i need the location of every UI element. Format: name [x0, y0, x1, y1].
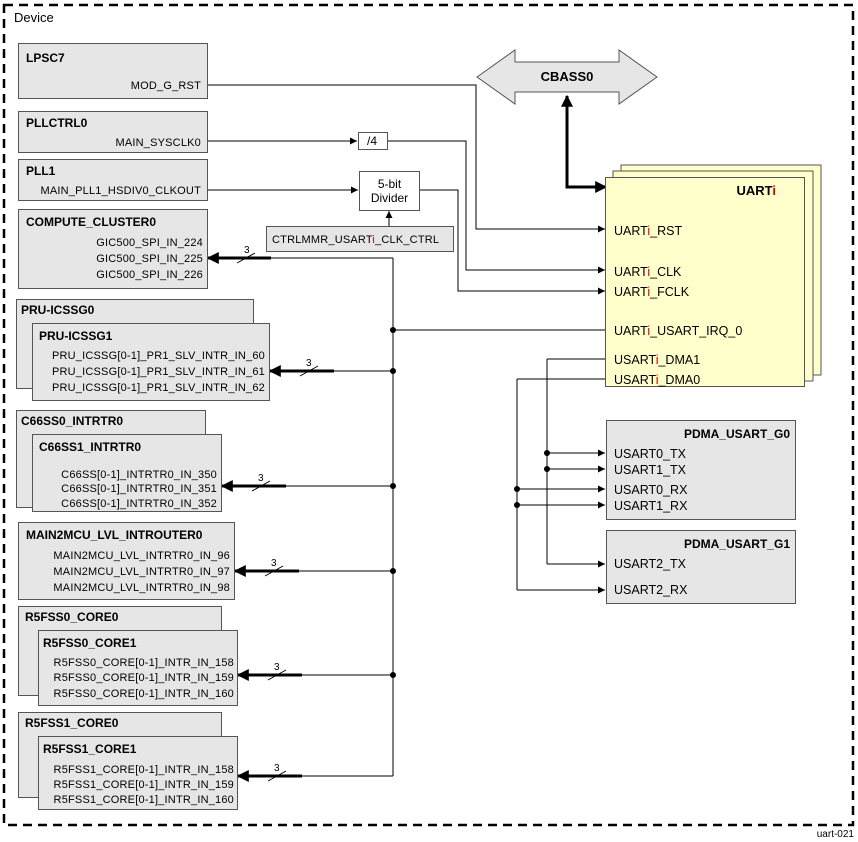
r5fss1-signal: R5FSS1_CORE[0-1]_INTR_IN_159 — [53, 779, 234, 791]
r5fss1-core1-title: R5FSS1_CORE1 — [43, 742, 137, 756]
device-label: Device — [14, 10, 54, 25]
main2mcu-signal: MAIN2MCU_LVL_INTRTR0_IN_96 — [53, 550, 230, 562]
uart-dma0-port: USARTi_DMA0 — [614, 373, 701, 387]
bus-width-label: 3 — [271, 558, 277, 569]
pdma-g1-title: PDMA_USART_G1 — [683, 537, 790, 551]
main2mcu-title: MAIN2MCU_LVL_INTROUTER0 — [26, 528, 203, 542]
lpsc7-block: LPSC7 MOD_G_RST — [18, 43, 208, 99]
pdma-g1-signal: USART2_TX — [614, 557, 687, 571]
r5fss0-core1-block: R5FSS0_CORE1 R5FSS0_CORE[0-1]_INTR_IN_15… — [38, 630, 238, 706]
bus-width-label: 3 — [274, 763, 280, 774]
c66-signal: C66SS[0-1]_INTRTR0_IN_351 — [61, 483, 217, 495]
pdma-g0-signal: USART0_TX — [614, 447, 687, 461]
pllctrl0-block: PLLCTRL0 MAIN_SYSCLK0 — [18, 111, 208, 153]
r5fss0-core1-title: R5FSS0_CORE1 — [43, 636, 137, 650]
pdma-g0-title: PDMA_USART_G0 — [683, 427, 790, 441]
pllctrl0-title: PLLCTRL0 — [26, 116, 88, 130]
pru-signal: PRU_ICSSG[0-1]_PR1_SLV_INTR_IN_60 — [51, 350, 265, 362]
pdma-usart-g0-block: PDMA_USART_G0 USART0_TX USART1_TX USART0… — [606, 420, 796, 520]
r5fss1-signal: R5FSS1_CORE[0-1]_INTR_IN_158 — [53, 764, 234, 776]
pdma-g0-signal: USART0_RX — [614, 483, 688, 497]
ctrlmmr-register: CTRLMMR_USARTi_CLK_CTRL — [266, 226, 454, 252]
bus-width-label: 3 — [244, 245, 250, 256]
uart-clk-port: UARTi_CLK — [614, 265, 682, 279]
figure-id: uart-021 — [816, 829, 854, 840]
compute-cluster-signal: GIC500_SPI_IN_226 — [96, 269, 203, 281]
bus-width-label: 3 — [258, 473, 264, 484]
pdma-g0-signal: USART1_RX — [614, 499, 688, 513]
lpsc7-title: LPSC7 — [26, 51, 65, 65]
bus-width-label: 3 — [306, 358, 312, 369]
pru-icssg0-title: PRU-ICSSG0 — [21, 303, 95, 317]
compute-cluster-signal: GIC500_SPI_IN_225 — [96, 253, 203, 265]
pru-signal: PRU_ICSSG[0-1]_PR1_SLV_INTR_IN_61 — [51, 366, 265, 378]
ctrlmmr-label: CTRLMMR_USARTi_CLK_CTRL — [272, 234, 440, 246]
main2mcu-block: MAIN2MCU_LVL_INTROUTER0 MAIN2MCU_LVL_INT… — [18, 522, 235, 600]
c66ss1-title: C66SS1_INTRTR0 — [39, 440, 142, 454]
pll1-block: PLL1 MAIN_PLL1_HSDIV0_CLKOUT — [18, 159, 208, 201]
uart-dma1-port: USARTi_DMA1 — [614, 353, 701, 367]
pdma-usart-g1-block: PDMA_USART_G1 USART2_TX USART2_RX — [606, 530, 796, 604]
c66-signal: C66SS[0-1]_INTRTR0_IN_350 — [61, 469, 217, 481]
r5fss1-core0-title: R5FSS1_CORE0 — [25, 716, 119, 730]
r5fss0-signal: R5FSS0_CORE[0-1]_INTR_IN_160 — [53, 688, 234, 700]
pdma-g1-signal: USART2_RX — [614, 583, 688, 597]
compute-cluster-signal: GIC500_SPI_IN_224 — [96, 237, 203, 249]
r5fss1-signal: R5FSS1_CORE[0-1]_INTR_IN_160 — [53, 794, 234, 806]
uart-irq-port: UARTi_USART_IRQ_0 — [614, 324, 743, 338]
c66ss1-block: C66SS1_INTRTR0 C66SS[0-1]_INTRTR0_IN_350… — [32, 434, 222, 512]
pru-icssg1-title: PRU-ICSSG1 — [39, 329, 113, 343]
pll1-signal: MAIN_PLL1_HSDIV0_CLKOUT — [40, 185, 201, 197]
bus-width-label: 3 — [274, 662, 280, 673]
divider-block: 5-bit Divider — [359, 171, 420, 211]
cbass-uart-bus — [561, 94, 608, 193]
div4-block: /4 — [358, 132, 388, 150]
r5fss0-signal: R5FSS0_CORE[0-1]_INTR_IN_158 — [53, 657, 234, 669]
compute-cluster-block: COMPUTE_CLUSTER0 GIC500_SPI_IN_224 GIC50… — [18, 209, 208, 289]
c66ss0-title: C66SS0_INTRTR0 — [21, 414, 124, 428]
pllctrl0-signal: MAIN_SYSCLK0 — [115, 137, 201, 149]
uart-rst-port: UARTi_RST — [614, 224, 683, 238]
pll1-title: PLL1 — [26, 164, 56, 178]
div4-label: /4 — [367, 134, 378, 148]
main2mcu-signal: MAIN2MCU_LVL_INTRTR0_IN_98 — [53, 582, 230, 594]
pdma-g0-signal: USART1_TX — [614, 463, 687, 477]
main2mcu-signal: MAIN2MCU_LVL_INTRTR0_IN_97 — [53, 566, 230, 578]
dma-wires — [514, 358, 605, 594]
uart-block: UARTi UARTi_RST UARTi_CLK UARTi_FCLK UAR… — [605, 177, 805, 387]
pru-icssg1-block: PRU-ICSSG1 PRU_ICSSG[0-1]_PR1_SLV_INTR_I… — [32, 323, 270, 401]
divider-line1: 5-bit — [377, 177, 402, 191]
compute-cluster-title: COMPUTE_CLUSTER0 — [26, 215, 157, 229]
cbass0-label: CBASS0 — [540, 69, 594, 84]
uart-fclk-port: UARTi_FCLK — [614, 285, 690, 299]
r5fss1-core1-block: R5FSS1_CORE1 R5FSS1_CORE[0-1]_INTR_IN_15… — [38, 736, 238, 810]
r5fss0-core0-title: R5FSS0_CORE0 — [25, 610, 119, 624]
lpsc7-signal: MOD_G_RST — [130, 80, 201, 92]
pru-signal: PRU_ICSSG[0-1]_PR1_SLV_INTR_IN_62 — [51, 382, 265, 394]
r5fss0-signal: R5FSS0_CORE[0-1]_INTR_IN_159 — [53, 672, 234, 684]
c66-signal: C66SS[0-1]_INTRTR0_IN_352 — [61, 498, 217, 510]
divider-line2: Divider — [370, 191, 409, 205]
uart-title: UARTi — [736, 183, 777, 198]
